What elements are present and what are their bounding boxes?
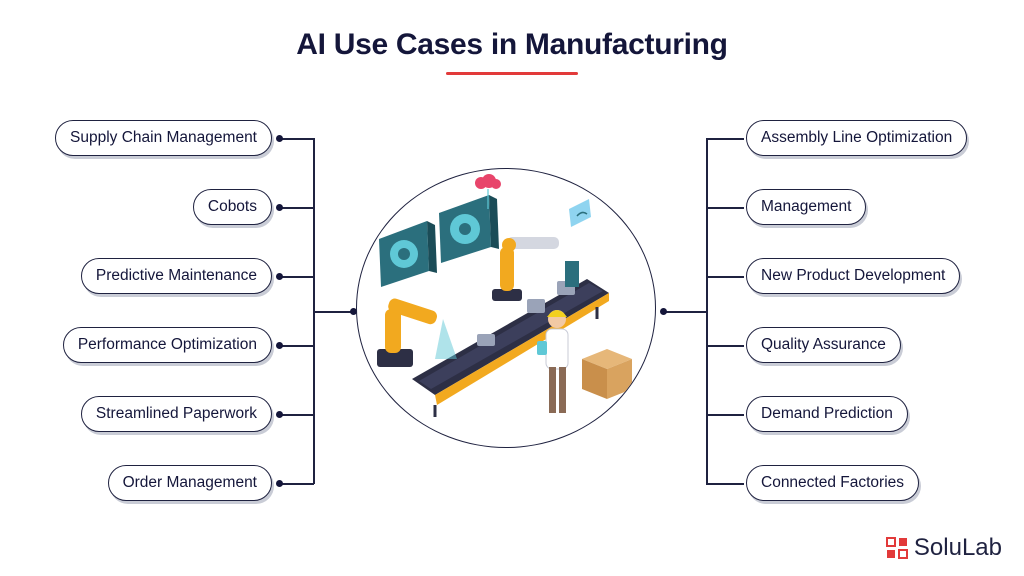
right-item-new-product-development: New Product Development [746,258,961,294]
worker-icon [537,310,569,413]
connector-dot [276,204,283,211]
left-item-predictive-maintenance: Predictive Maintenance [80,258,272,294]
brand-name: SoluLab [913,534,1002,561]
factory-illustration [356,168,656,448]
right-connector [706,207,744,209]
title-underline [446,72,578,75]
left-connector [280,483,314,485]
solulab-logo-icon [885,537,908,559]
left-connector [280,414,314,416]
right-item-management: Management [746,189,867,225]
right-connector [706,414,744,416]
robot-arm-icon [377,298,457,367]
page-title: AI Use Cases in Manufacturing [296,28,728,61]
left-item-streamlined-paperwork: Streamlined Paperwork [80,396,272,432]
left-connector [280,276,314,278]
right-connector [706,276,744,278]
gear-panel-icon [439,195,499,263]
right-connector [706,483,744,485]
connector-dot [350,308,357,315]
part-icon [477,334,495,346]
left-item-cobots: Cobots [192,189,272,225]
connector-dot [276,135,283,142]
right-item-demand-prediction: Demand Prediction [746,396,908,432]
left-connector [280,345,314,347]
right-item-quality-assurance: Quality Assurance [746,327,901,363]
robot-arm-icon [492,237,559,301]
left-connector [280,207,314,209]
connector-dot [276,480,283,487]
right-connector [706,345,744,347]
wifi-tag-icon [569,199,591,227]
left-item-order-management: Order Management [107,465,272,501]
right-to-center-line [664,311,707,313]
scanner-icon [565,261,579,287]
part-icon [527,299,545,313]
left-item-performance-optimization: Performance Optimization [62,327,272,363]
left-to-center-line [313,311,353,313]
gear-panel-icon [379,221,437,287]
factory-scene-svg [377,174,632,417]
connector-dot [660,308,667,315]
connector-dot [276,273,283,280]
right-item-connected-factories: Connected Factories [746,465,920,501]
right-item-assembly-line-optimization: Assembly Line Optimization [746,120,968,156]
cardboard-box-icon [582,349,632,399]
right-connector [706,138,744,140]
connector-dot [276,342,283,349]
left-connector [280,138,314,140]
cloud-icon [475,174,501,189]
left-item-supply-chain-management: Supply Chain Management [55,120,272,156]
brand-logo: SoluLab [885,534,1002,562]
connector-dot [276,411,283,418]
